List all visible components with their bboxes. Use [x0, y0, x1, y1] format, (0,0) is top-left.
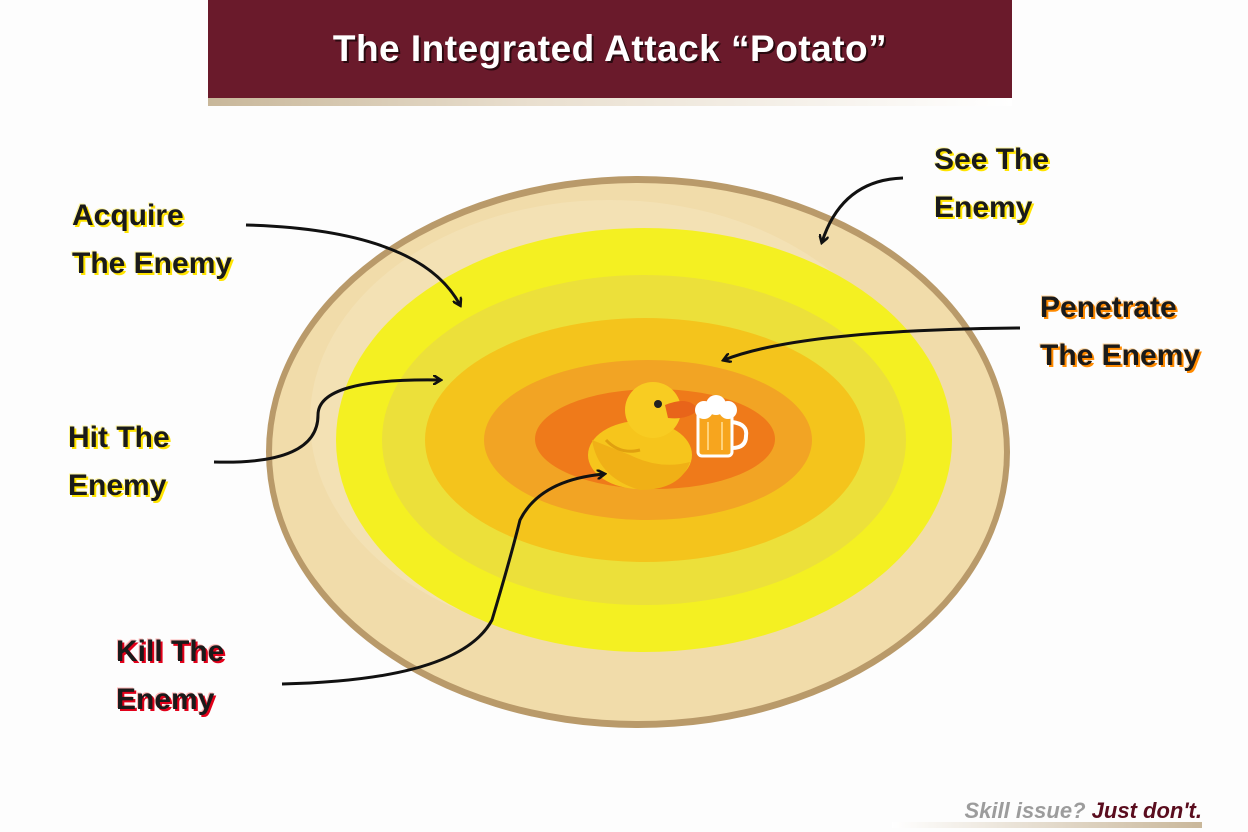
label-line: Enemy	[116, 683, 215, 716]
rubber-duck-icon	[588, 382, 698, 490]
label-line: Kill The	[116, 635, 225, 668]
footer-tagline: Skill issue? Just don't.	[964, 798, 1202, 824]
arrow-acquire	[245, 223, 460, 305]
beer-mug-icon	[695, 395, 749, 458]
arrows	[213, 176, 1021, 686]
arrow-see	[822, 176, 904, 242]
footer-underline	[892, 822, 1202, 828]
label-line: Hit The	[68, 421, 170, 454]
title-banner: The Integrated Attack “Potato”	[208, 0, 1012, 98]
banner-underline	[208, 98, 1012, 106]
page-title: The Integrated Attack “Potato”	[332, 28, 888, 69]
label-line: See The	[934, 143, 1050, 176]
label-line: Acquire	[72, 199, 184, 232]
label-kill-the-enemy: Kill The Enemy	[116, 628, 224, 724]
label-line: The Enemy	[72, 247, 233, 280]
label-line: Enemy	[68, 469, 167, 502]
label-line: Penetrate	[1040, 291, 1177, 324]
label-see-the-enemy: See The Enemy	[934, 136, 1049, 232]
arrow-kill	[281, 474, 604, 686]
footer-question: Skill issue?	[964, 798, 1086, 823]
label-acquire-the-enemy: Acquire The Enemy	[72, 192, 232, 288]
label-hit-the-enemy: Hit The Enemy	[68, 414, 170, 510]
arrow-penetrate	[724, 326, 1021, 360]
label-line: The Enemy	[1040, 339, 1201, 372]
footer-answer: Just don't.	[1091, 798, 1202, 823]
label-penetrate-the-enemy: Penetrate The Enemy	[1040, 284, 1200, 380]
label-line: Enemy	[934, 191, 1033, 224]
arrow-hit	[213, 380, 440, 464]
